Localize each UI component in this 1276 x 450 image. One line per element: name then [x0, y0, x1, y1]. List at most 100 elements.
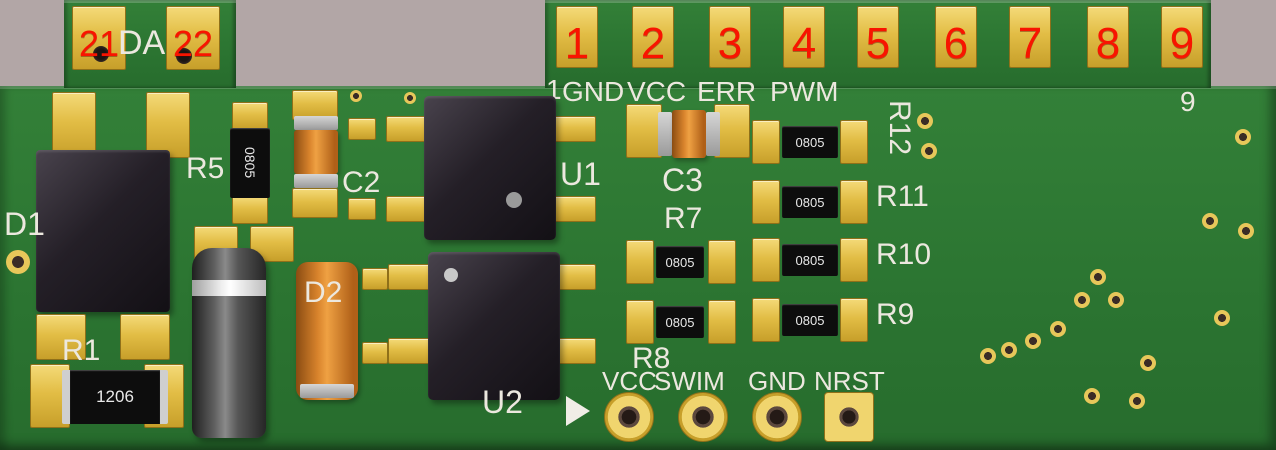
- pad-1: [556, 6, 598, 68]
- smd-pad: [840, 120, 868, 164]
- smd-pad: [626, 240, 654, 284]
- designator-2: 2: [640, 19, 666, 68]
- smd-pad: [840, 298, 868, 342]
- via: [1025, 333, 1041, 349]
- electrolytic-capacitor: [192, 248, 266, 438]
- component-d1: [36, 150, 170, 312]
- smd-pad: [752, 238, 780, 282]
- label-r12: R12: [883, 100, 916, 156]
- silk-gnd: GND: [562, 76, 625, 107]
- label-r9: R9: [876, 298, 915, 331]
- pad-hole: [93, 46, 109, 62]
- smd-pad: [554, 116, 596, 142]
- pad-2: [632, 6, 674, 68]
- resistor-body-r10: 0805: [782, 244, 838, 276]
- label-d1: D1: [4, 206, 45, 242]
- label-r1: R1: [62, 334, 101, 367]
- via: [1108, 292, 1124, 308]
- resistor-body-r12: 0805: [782, 126, 838, 158]
- designator-3: 3: [717, 19, 743, 68]
- via: [1001, 342, 1017, 358]
- designator-1: 1: [564, 19, 590, 68]
- resistor-body-r7: 0805: [656, 246, 704, 278]
- pad-3: [709, 6, 751, 68]
- smd-pad: [752, 120, 780, 164]
- capacitor-terminal: [658, 112, 672, 156]
- th-pad-nrst: [824, 392, 874, 442]
- smd-pad: [626, 300, 654, 344]
- silk-gnd-bottom: GND: [748, 366, 806, 396]
- smd-pad: [752, 180, 780, 224]
- label-r8: R8: [632, 342, 671, 375]
- u1-pin-marker: [506, 192, 522, 208]
- via: [1074, 292, 1090, 308]
- label-r5: R5: [186, 152, 225, 185]
- th-pad-vcc: [604, 392, 654, 442]
- label-r7: R7: [664, 202, 703, 235]
- capacitor-c2: [294, 130, 338, 174]
- via: [1129, 393, 1145, 409]
- designator-5: 5: [865, 19, 891, 68]
- via: [1050, 321, 1066, 337]
- smd-pad: [708, 240, 736, 284]
- via: [1238, 223, 1254, 239]
- via: [921, 143, 937, 159]
- silk-pwm: PWM: [770, 76, 839, 107]
- pad-hole: [176, 48, 192, 64]
- capacitor-terminal: [300, 384, 354, 398]
- designator-21: 21: [78, 23, 120, 64]
- smd-pad: [626, 104, 662, 158]
- resistor-body-r1: 1206: [62, 370, 168, 424]
- smd-pad: [292, 90, 338, 120]
- label-u2: U2: [482, 384, 523, 420]
- resistor-marking: 0805: [242, 147, 258, 179]
- pad-8: [1087, 6, 1129, 68]
- smd-pad: [292, 188, 338, 218]
- via: [980, 348, 996, 364]
- designator-9: 9: [1169, 19, 1195, 68]
- smd-pad: [708, 300, 736, 344]
- via: [1202, 213, 1218, 229]
- designator-6: 6: [943, 19, 969, 68]
- smd-pad: [362, 268, 388, 290]
- smd-pad: [120, 314, 170, 360]
- via: [404, 92, 416, 104]
- smd-pad: [554, 338, 596, 364]
- via: [1090, 269, 1106, 285]
- silk-da-label: DA: [118, 24, 166, 62]
- smd-pad: [348, 118, 376, 140]
- smd-pad: [36, 314, 86, 360]
- pad-6: [935, 6, 977, 68]
- designator-8: 8: [1095, 19, 1121, 68]
- smd-pad: [554, 196, 596, 222]
- via: [1084, 388, 1100, 404]
- smd-pad: [386, 116, 428, 142]
- via: [6, 250, 30, 274]
- resistor-body-r8: 0805: [656, 306, 704, 338]
- capacitor-terminal: [294, 174, 338, 188]
- smd-pad: [386, 196, 428, 222]
- silk-pin9: 9: [1180, 86, 1196, 117]
- designator-7: 7: [1017, 19, 1043, 68]
- smd-pad: [232, 102, 268, 130]
- smd-pad: [388, 264, 430, 290]
- label-c3: C3: [662, 162, 703, 198]
- pad-7: [1009, 6, 1051, 68]
- smd-pad: [388, 338, 430, 364]
- smd-pad: [232, 196, 268, 224]
- smd-pad: [840, 180, 868, 224]
- label-c2: C2: [342, 166, 381, 199]
- th-pad-gnd: [752, 392, 802, 442]
- capacitor-d2: [296, 262, 358, 400]
- via: [1235, 129, 1251, 145]
- smd-pad: [348, 198, 376, 220]
- via: [1140, 355, 1156, 371]
- label-r11: R11: [876, 180, 929, 213]
- pad-22: [166, 6, 220, 70]
- label-u1: U1: [560, 156, 601, 192]
- via: [917, 113, 933, 129]
- silk-vcc-bottom: VCC: [602, 366, 657, 396]
- via: [350, 90, 362, 102]
- silk-err: ERR: [697, 76, 757, 107]
